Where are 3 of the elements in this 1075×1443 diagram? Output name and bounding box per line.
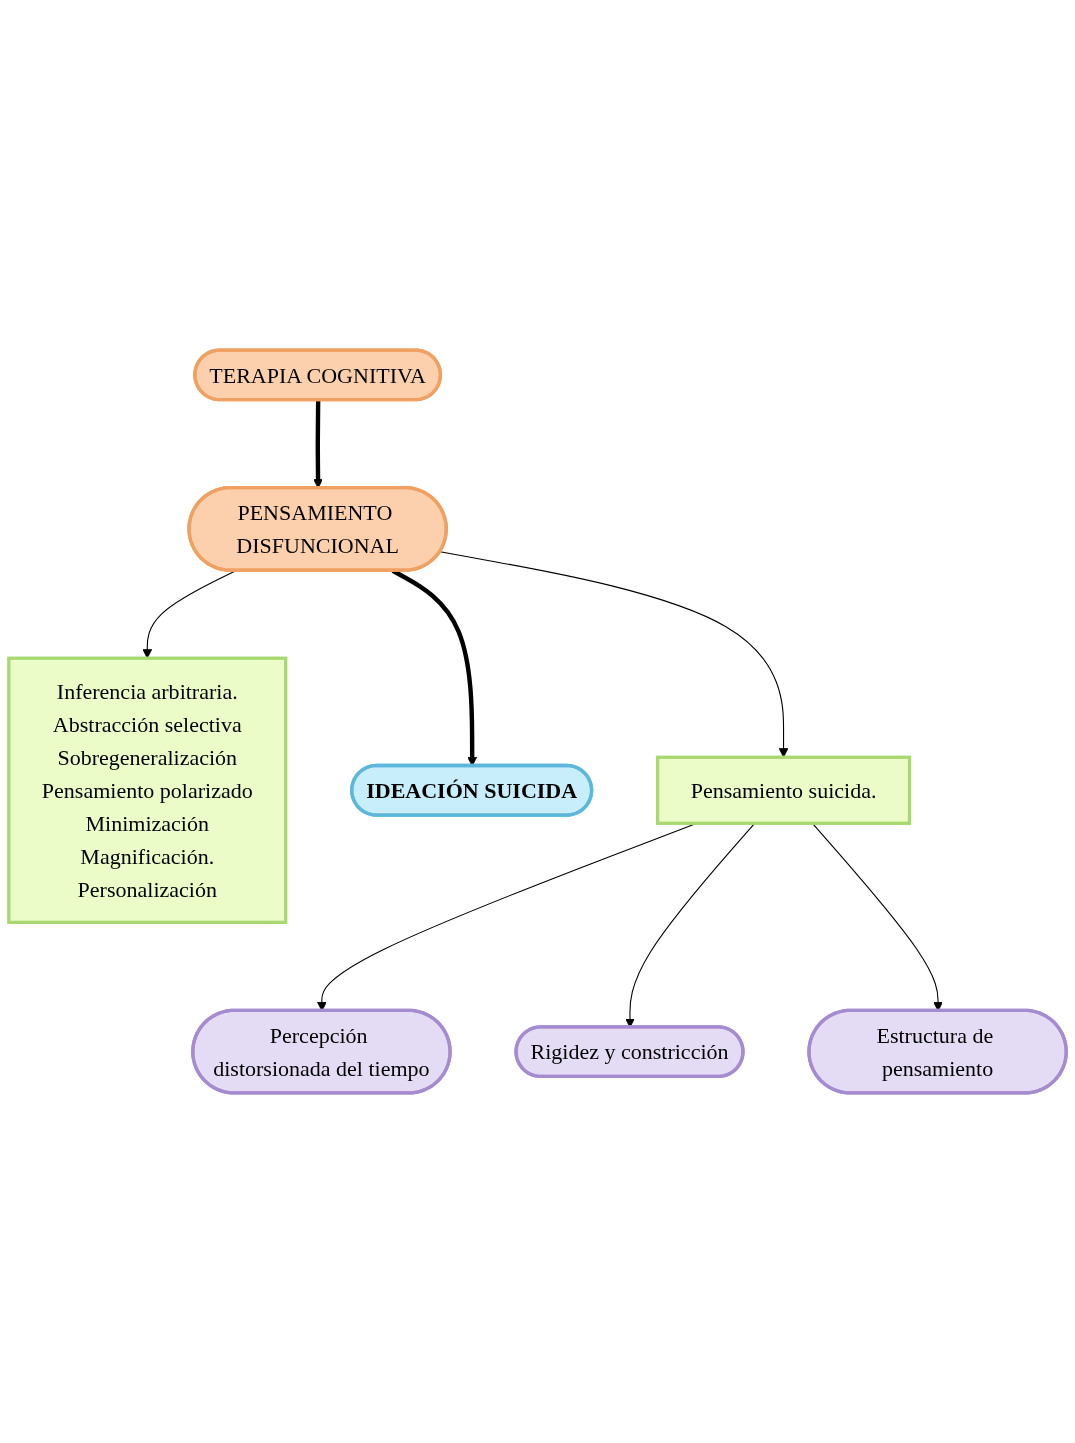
node-box: Pensamiento suicida. [655, 755, 912, 825]
arrow [439, 551, 789, 758]
node-box: Inferencia arbitraria. Abstracción selectiva Sobregeneralización Pensamiento polarizado Minimización Magnificación. Personalización [7, 656, 288, 924]
